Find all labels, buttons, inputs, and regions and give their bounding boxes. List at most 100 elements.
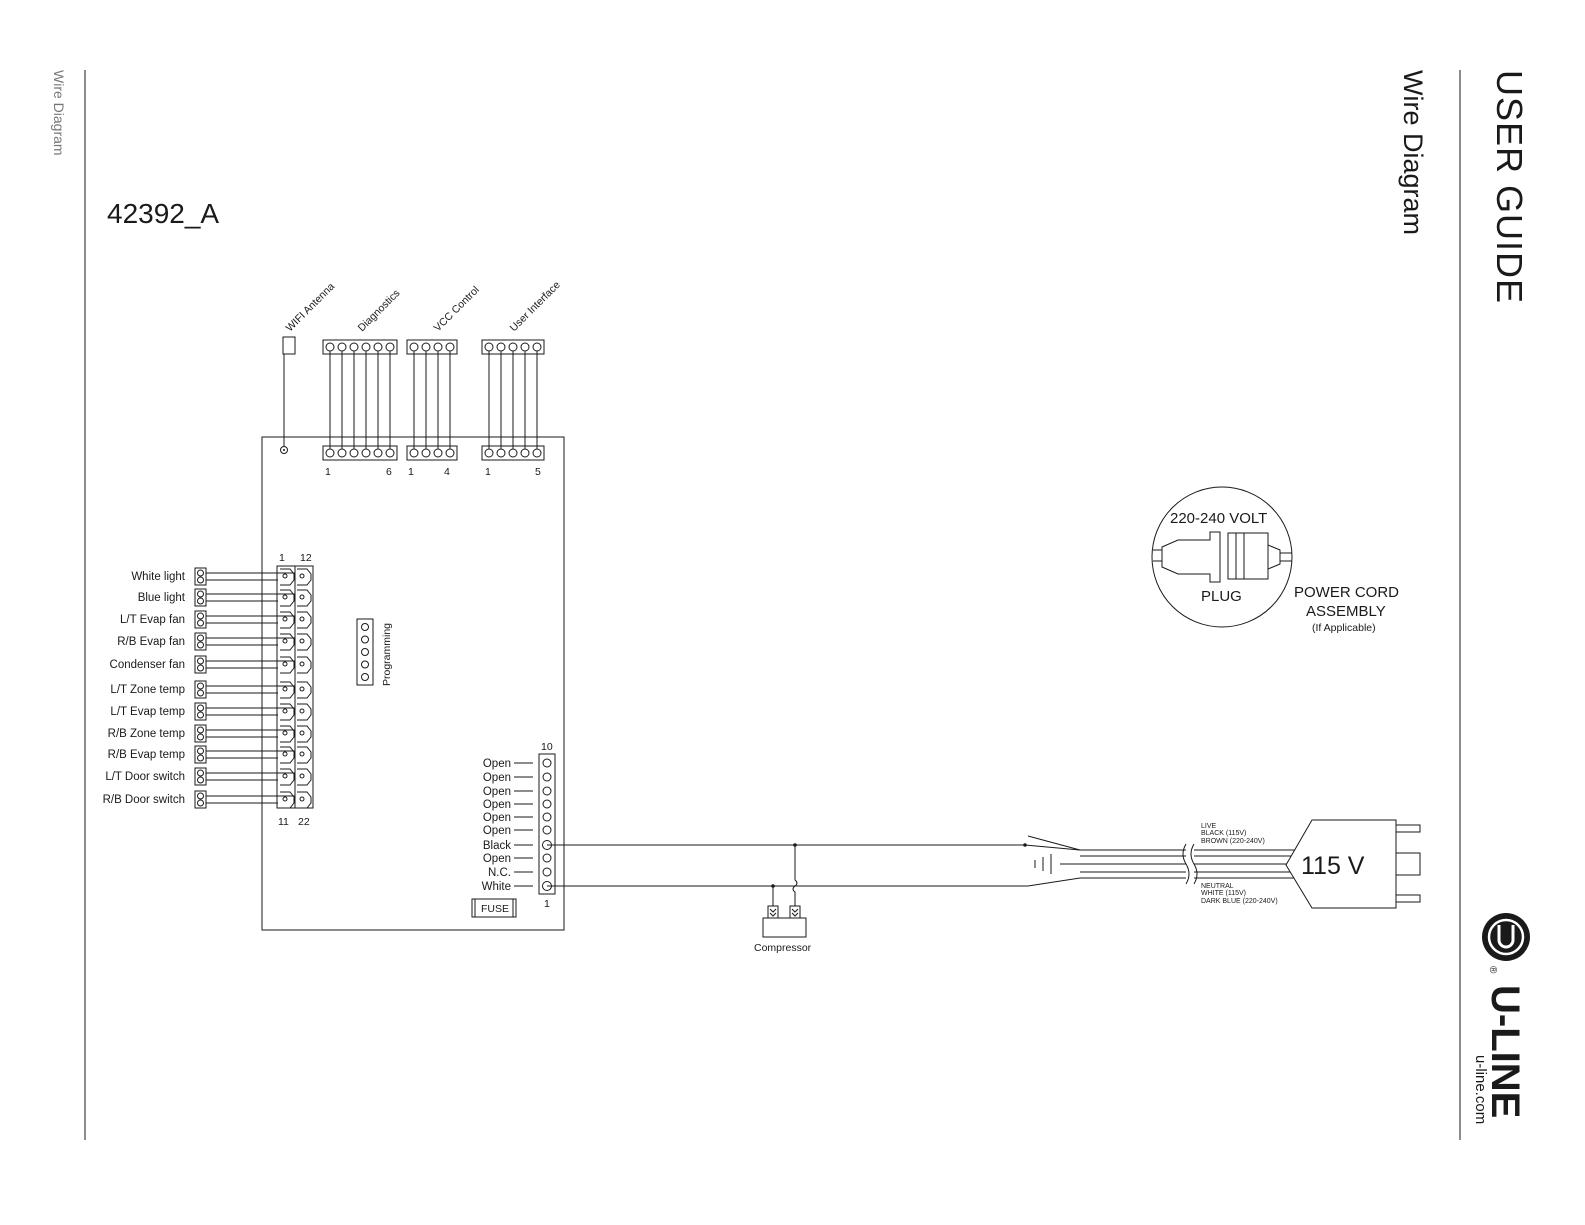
top-header-pin — [385, 448, 395, 458]
compressor-terminal-right-mark — [791, 908, 799, 917]
wifi-antenna-label: WIFI Antenna — [284, 281, 338, 335]
compressor-terminal-left-mark — [769, 908, 777, 917]
top-plug-pin — [409, 342, 419, 352]
power-pin-label: Open — [483, 786, 511, 798]
left-terminal-left — [280, 746, 295, 764]
wifi-antenna-icon — [282, 336, 296, 355]
left-terminal-dot — [299, 751, 305, 757]
left-terminal-right — [297, 681, 312, 699]
programming-label: Programming — [381, 623, 393, 686]
plug-detail-cord — [1153, 549, 1162, 562]
power-pin-label: Open — [483, 758, 511, 770]
left-terminal-right — [297, 746, 312, 764]
plug-detail-assembly-2: ASSEMBLY — [1306, 603, 1386, 620]
compressor-body — [762, 917, 807, 938]
top-header-pin — [325, 448, 335, 458]
left-plug-pin — [197, 754, 204, 762]
left-terminal-dot — [282, 573, 288, 579]
left-connector-bottom-left: 11 — [278, 816, 289, 828]
power-pin — [542, 758, 552, 768]
left-plug-pin — [197, 664, 204, 672]
plug-detail-left-body — [1161, 531, 1221, 583]
plug-detail-assembly-1: POWER CORD — [1294, 584, 1399, 601]
left-terminal-left — [280, 656, 295, 674]
live-220: BROWN (220-240V) — [1201, 838, 1265, 845]
left-terminal-dot — [299, 616, 305, 622]
power-pin-label: White — [482, 881, 511, 893]
left-connector-top-right: 12 — [300, 552, 312, 564]
brand-logo-inner — [1487, 918, 1525, 956]
top-plug-pin — [496, 342, 506, 352]
cord-break-left — [1182, 843, 1190, 885]
live-115: BLACK (115V) — [1201, 830, 1246, 837]
fuse-label: FUSE — [481, 903, 509, 915]
left-connector-label: R/B Evap fan — [117, 636, 185, 648]
fuse-box — [471, 898, 517, 918]
plug-detail-circle — [1151, 486, 1293, 628]
top-header-pin — [409, 448, 419, 458]
plug-detail-voltage: 220-240 VOLT — [1170, 510, 1267, 527]
user-interface-pin-end: 5 — [535, 466, 541, 478]
power-pin — [542, 772, 552, 782]
power-pin-label: Black — [483, 840, 511, 852]
left-terminal-right — [297, 589, 312, 607]
neutral-115: WHITE (115V) — [1201, 890, 1246, 897]
brand-logo-text: U-LINE — [1483, 985, 1527, 1118]
plug-prong-bottom — [1395, 894, 1421, 903]
left-connector-label: White light — [131, 571, 185, 583]
left-terminal-dot — [282, 751, 288, 757]
programming-pin — [361, 623, 369, 631]
left-connector-label: R/B Zone temp — [108, 728, 185, 740]
diagnostics-pin-end: 6 — [386, 466, 392, 478]
left-terminal-dot — [299, 796, 305, 802]
left-terminal-right — [297, 656, 312, 674]
power-pin — [542, 786, 552, 796]
left-plug-pin — [197, 799, 204, 807]
left-plug-pin — [197, 711, 204, 719]
left-terminal-dot — [282, 661, 288, 667]
top-plug-pin — [484, 342, 494, 352]
left-plug-pin — [197, 733, 204, 741]
left-terminal-dot — [299, 686, 305, 692]
compressor-live-lead — [792, 845, 798, 906]
power-pin-label: N.C. — [488, 867, 511, 879]
top-plug-pin — [520, 342, 530, 352]
neutral-220: DARK BLUE (220-240V) — [1201, 898, 1278, 905]
plug-detail-tail — [1267, 544, 1281, 570]
top-header-pin — [520, 448, 530, 458]
diagnostics-label: Diagnostics — [356, 287, 403, 334]
user-interface-label: User Interface — [508, 279, 563, 334]
left-plug-pin — [197, 682, 204, 690]
left-terminal-dot — [282, 638, 288, 644]
top-plug-pin — [532, 342, 542, 352]
programming-pin — [361, 635, 369, 644]
vcc-control-label: VCC Control — [432, 284, 482, 334]
power-pin-label: Open — [483, 853, 511, 865]
left-terminal-dot — [282, 730, 288, 736]
top-plug-pin — [349, 342, 359, 352]
right-title: USER GUIDE — [1489, 70, 1530, 304]
power-pin-label: Open — [483, 812, 511, 824]
power-pin-label: Open — [483, 799, 511, 811]
plug-voltage: 115 V — [1301, 852, 1365, 880]
left-terminal-right — [297, 633, 312, 651]
left-terminal-left — [280, 633, 295, 651]
user-interface-pin-start: 1 — [485, 466, 491, 478]
top-connector-groups — [322, 339, 545, 461]
power-pin — [542, 812, 552, 822]
left-terminal-dot — [299, 594, 305, 600]
brand-url: u-line.com — [1472, 1055, 1489, 1124]
side-label: Wire Diagram — [51, 70, 67, 156]
top-plug-pin — [433, 342, 443, 352]
left-terminal-dot — [282, 686, 288, 692]
left-terminal-dot — [282, 773, 288, 779]
left-plug-pin — [197, 792, 204, 800]
top-header-2 — [406, 445, 458, 461]
left-terminal-dot — [299, 773, 305, 779]
programming-pin — [361, 673, 369, 681]
left-terminal-left — [280, 791, 295, 809]
power-connector-top: 10 — [541, 741, 553, 753]
top-plug-pin — [445, 342, 455, 352]
